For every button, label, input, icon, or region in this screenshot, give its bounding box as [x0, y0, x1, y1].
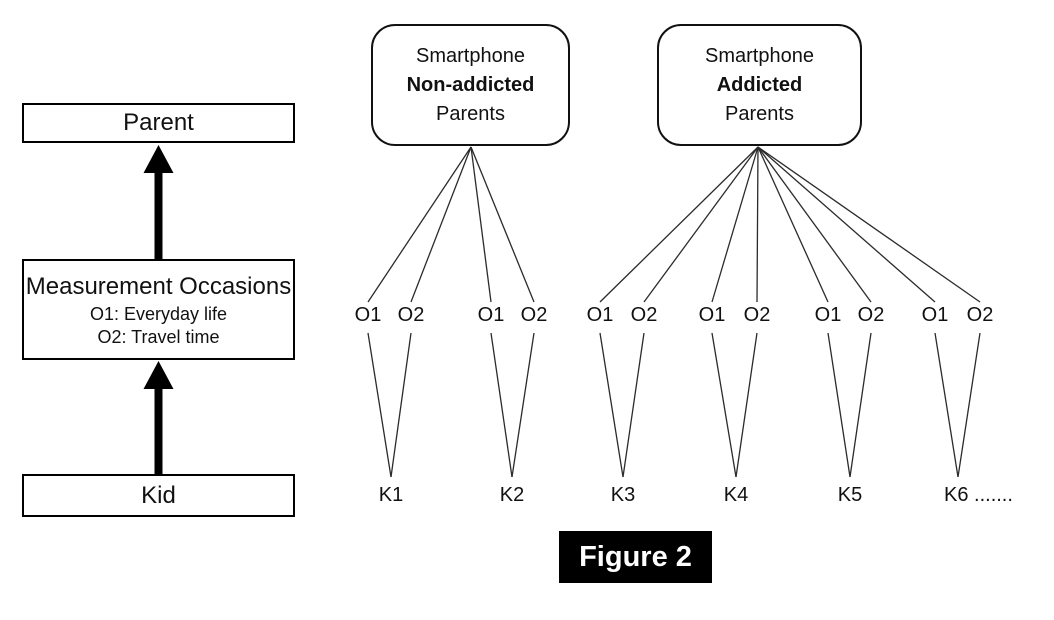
fan-line [367, 146, 472, 303]
occasion-label-o1-k4: O1 [698, 304, 726, 326]
occasion-label-o1-k3: O1 [586, 304, 614, 326]
occasion-label-o2-k1: O2 [397, 304, 425, 326]
non-addicted-line-2: Non-addicted [406, 73, 535, 96]
kid-box-label: Kid [141, 481, 176, 509]
non-addicted-fan [367, 146, 535, 303]
v-line [957, 332, 981, 478]
kid-to-measurement-arrow [143, 361, 174, 474]
v-line [934, 332, 959, 478]
kid-label-k5: K5 [837, 484, 863, 506]
occasion-label-o2-k3: O2 [630, 304, 658, 326]
v-line [599, 332, 624, 478]
non-addicted-line-3: Parents [436, 102, 505, 125]
measurement-to-parent-arrow [143, 145, 174, 259]
figure-caption-text: Figure 2 [579, 540, 692, 573]
fan-line [470, 146, 535, 303]
occasion-label-o1-k1: O1 [354, 304, 382, 326]
occasion-label-o2-k2: O2 [520, 304, 548, 326]
kid-label-k1: K1 [378, 484, 404, 506]
occasion-label-o1-k6: O1 [921, 304, 949, 326]
fan-line [757, 146, 829, 303]
v-line [849, 332, 872, 478]
v-line [735, 332, 758, 478]
addicted-line-3: Parents [725, 102, 794, 125]
v-line [622, 332, 645, 478]
figure-caption: Figure 2 [559, 531, 712, 583]
occasion-label-o2-k6: O2 [966, 304, 994, 326]
non-addicted-line-1: Smartphone [416, 44, 525, 67]
v-line [511, 332, 535, 478]
measurement-occasions-box: Measurement Occasions O1: Everyday life … [22, 259, 295, 360]
addicted-fan [599, 146, 981, 303]
fan-line [757, 146, 936, 303]
measurement-box-title: Measurement Occasions [25, 272, 292, 300]
v-line [367, 332, 392, 478]
v-line [390, 332, 412, 478]
kid-label-k6: K6 ....... [944, 484, 1013, 506]
fan-line [757, 146, 872, 303]
parent-box: Parent [22, 103, 295, 143]
fan-line [599, 146, 759, 303]
addicted-line-2: Addicted [716, 73, 803, 96]
occasion-label-o2-k5: O2 [857, 304, 885, 326]
fan-line [470, 146, 492, 303]
kid-label-k2: K2 [499, 484, 525, 506]
fan-line [643, 146, 759, 303]
fan-line [711, 146, 759, 303]
fan-line [757, 146, 981, 303]
flow-arrows [143, 145, 174, 474]
v-line [711, 332, 737, 478]
v-line [827, 332, 851, 478]
measurement-o1-definition: O1: Everyday life [89, 303, 228, 324]
fan-line [410, 146, 472, 303]
kid-label-k3: K3 [610, 484, 636, 506]
addicted-line-1: Smartphone [705, 44, 814, 67]
non-addicted-parents-box: Smartphone Non-addicted Parents [371, 24, 570, 146]
kid-box: Kid [22, 474, 295, 517]
kid-label-k4: K4 [723, 484, 749, 506]
occasion-label-o1-k5: O1 [814, 304, 842, 326]
occasion-label-o1-k2: O1 [477, 304, 505, 326]
measurement-o2-definition: O2: Travel time [97, 326, 220, 347]
occasion-to-kid-lines [367, 332, 981, 478]
addicted-parents-box: Smartphone Addicted Parents [657, 24, 862, 146]
parent-box-label: Parent [123, 109, 194, 136]
fan-line [756, 146, 759, 303]
v-line [490, 332, 513, 478]
occasion-label-o2-k4: O2 [743, 304, 771, 326]
